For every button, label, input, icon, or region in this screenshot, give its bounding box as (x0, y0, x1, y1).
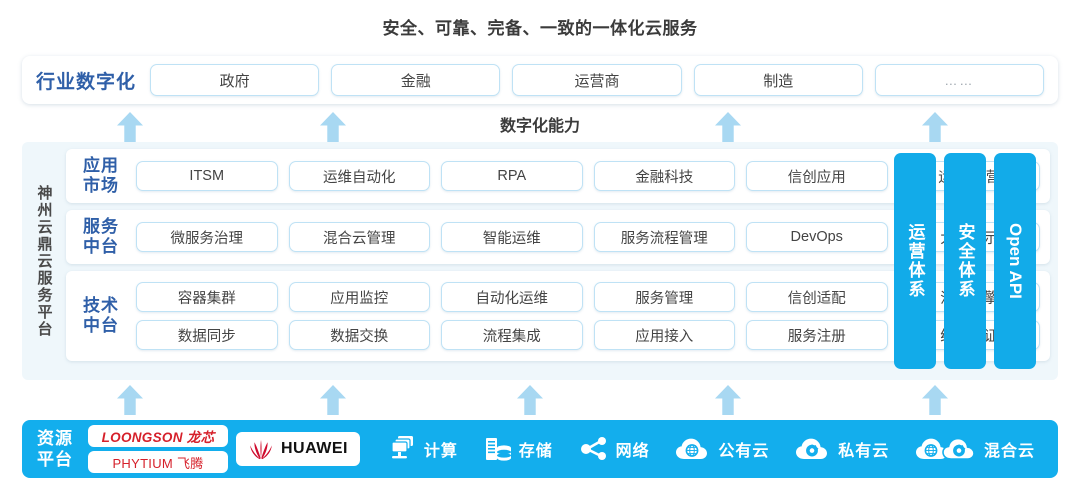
resource-item-public-cloud-label: 公有云 (718, 443, 770, 460)
up-arrow-icon-bottom-2 (320, 385, 346, 415)
layer-service-midend-label-line2: 中台 (83, 237, 119, 256)
capability-automated-ops[interactable]: 自动化运维 (441, 282, 583, 312)
capability-xinchuang-adaptation[interactable]: 信创适配 (746, 282, 888, 312)
resource-item-private-cloud[interactable]: 私有云 (795, 436, 889, 462)
platform-vertical-label: 神州云鼎云服务平台 (35, 184, 53, 338)
layer-service-midend-label: 服务 中台 (66, 217, 136, 257)
capability-hybrid-cloud-mgmt[interactable]: 混合云管理 (288, 222, 430, 252)
capability-rpa[interactable]: RPA (441, 161, 583, 191)
up-arrow-icon-bottom-3 (517, 385, 543, 415)
resource-item-compute[interactable]: 计算 (387, 435, 458, 463)
layer-app-market-label-line1: 应用 (83, 156, 119, 175)
layer-service-midend: 服务 中台 微服务治理 混合云管理 智能运维 服务流程管理 DevOps 大屏展… (66, 210, 1050, 264)
capability-data-exchange[interactable]: 数据交换 (288, 320, 430, 350)
capability-devops[interactable]: DevOps (746, 222, 888, 252)
layer-app-market-label: 应用 市场 (66, 156, 136, 196)
vendor-logos: LOONGSON 龙芯 PHYTIUM 飞腾 HUAWEI (88, 425, 360, 473)
industry-item-finance[interactable]: 金融 (331, 64, 501, 96)
huawei-flower-icon (250, 440, 272, 460)
capability-process-integration[interactable]: 流程集成 (441, 320, 583, 350)
public-cloud-icon (676, 438, 708, 459)
cpu-vendor-stack: LOONGSON 龙芯 PHYTIUM 飞腾 (88, 425, 228, 473)
pillar-security-system[interactable]: 安全体系 (944, 153, 986, 369)
up-arrow-icon-bottom-5 (922, 385, 948, 415)
capability-xinchuang-app[interactable]: 信创应用 (746, 161, 888, 191)
resource-item-hybrid-cloud[interactable]: 混合云 (915, 436, 1035, 462)
resource-item-storage[interactable]: 存储 (484, 435, 553, 463)
capability-container-cluster[interactable]: 容器集群 (136, 282, 278, 312)
capability-fintech[interactable]: 金融科技 (593, 161, 735, 191)
layer-tech-midend-label: 技术 中台 (66, 296, 136, 336)
capability-itsm[interactable]: ITSM (136, 161, 278, 191)
layer-app-market: 应用 市场 ITSM 运维自动化 RPA 金融科技 信创应用 运维/运营 (66, 149, 1050, 203)
layer-service-midend-label-line1: 服务 (83, 217, 119, 236)
industry-band: 行业数字化 政府 金融 运营商 制造 …… (22, 56, 1058, 104)
compute-icon (391, 436, 413, 459)
capability-app-monitoring[interactable]: 应用监控 (288, 282, 430, 312)
capability-caption: 数字化能力 (499, 118, 580, 135)
resource-item-network-label: 网络 (615, 443, 650, 460)
industry-items: 政府 金融 运营商 制造 …… (150, 64, 1058, 96)
hybrid-cloud-icon (916, 437, 975, 460)
resource-platform-label-line2: 平台 (37, 450, 73, 469)
logo-phytium-text: PHYTIUM 飞腾 (112, 455, 204, 471)
page-title: 安全、可靠、完备、一致的一体化云服务 (382, 19, 698, 38)
storage-icon (485, 438, 511, 461)
capability-service-registry[interactable]: 服务注册 (746, 320, 888, 350)
resource-item-network[interactable]: 网络 (579, 436, 650, 462)
layer-row: ITSM 运维自动化 RPA 金融科技 信创应用 运维/运营 (136, 161, 1040, 191)
layer-tech-midend-label-line1: 技术 (83, 296, 119, 315)
industry-item-government[interactable]: 政府 (150, 64, 320, 96)
network-icon (580, 437, 606, 460)
capability-aiops[interactable]: 智能运维 (441, 222, 583, 252)
capability-service-mgmt[interactable]: 服务管理 (593, 282, 735, 312)
logo-huawei[interactable]: HUAWEI (236, 432, 360, 466)
resource-platform-label: 资源 平台 (22, 428, 88, 470)
resource-item-hybrid-cloud-label: 混合云 (984, 443, 1036, 460)
resource-item-compute-label: 计算 (423, 443, 458, 460)
logo-huawei-text: HUAWEI (281, 440, 348, 457)
layer-app-market-rows: ITSM 运维自动化 RPA 金融科技 信创应用 运维/运营 (136, 161, 1040, 191)
industry-item-telecom[interactable]: 运营商 (512, 64, 682, 96)
up-arrow-icon-bottom-4 (715, 385, 741, 415)
logo-loongson[interactable]: LOONGSON 龙芯 (88, 425, 228, 447)
industry-item-more[interactable]: …… (874, 64, 1045, 96)
capability-app-access[interactable]: 应用接入 (593, 320, 735, 350)
pillar-operations-system[interactable]: 运营体系 (894, 153, 936, 369)
capability-ops-automation[interactable]: 运维自动化 (288, 161, 430, 191)
logo-phytium[interactable]: PHYTIUM 飞腾 (88, 451, 228, 473)
logo-loongson-text: LOONGSON 龙芯 (101, 430, 215, 445)
capability-data-sync[interactable]: 数据同步 (136, 320, 278, 350)
vertical-pillars: 运营体系 安全体系 Open API (894, 153, 1036, 369)
resource-item-private-cloud-label: 私有云 (838, 443, 890, 460)
pillar-open-api[interactable]: Open API (994, 153, 1036, 369)
resource-platform-band: 资源 平台 LOONGSON 龙芯 PHYTIUM 飞腾 HUA (22, 420, 1058, 478)
resource-item-storage-label: 存储 (518, 443, 553, 460)
capability-service-process-mgmt[interactable]: 服务流程管理 (593, 222, 735, 252)
layer-tech-midend-label-line2: 中台 (83, 316, 119, 335)
industry-item-manufacturing[interactable]: 制造 (693, 64, 863, 96)
capability-microservice-governance[interactable]: 微服务治理 (136, 222, 278, 252)
resource-platform-label-line1: 资源 (37, 429, 73, 448)
layer-app-market-label-line2: 市场 (83, 176, 119, 195)
resource-items: 计算 存储 (360, 435, 1058, 463)
resource-item-public-cloud[interactable]: 公有云 (675, 436, 769, 462)
up-arrow-icon-bottom-1 (117, 385, 143, 415)
industry-band-label: 行业数字化 (35, 71, 136, 93)
private-cloud-icon (796, 438, 828, 459)
